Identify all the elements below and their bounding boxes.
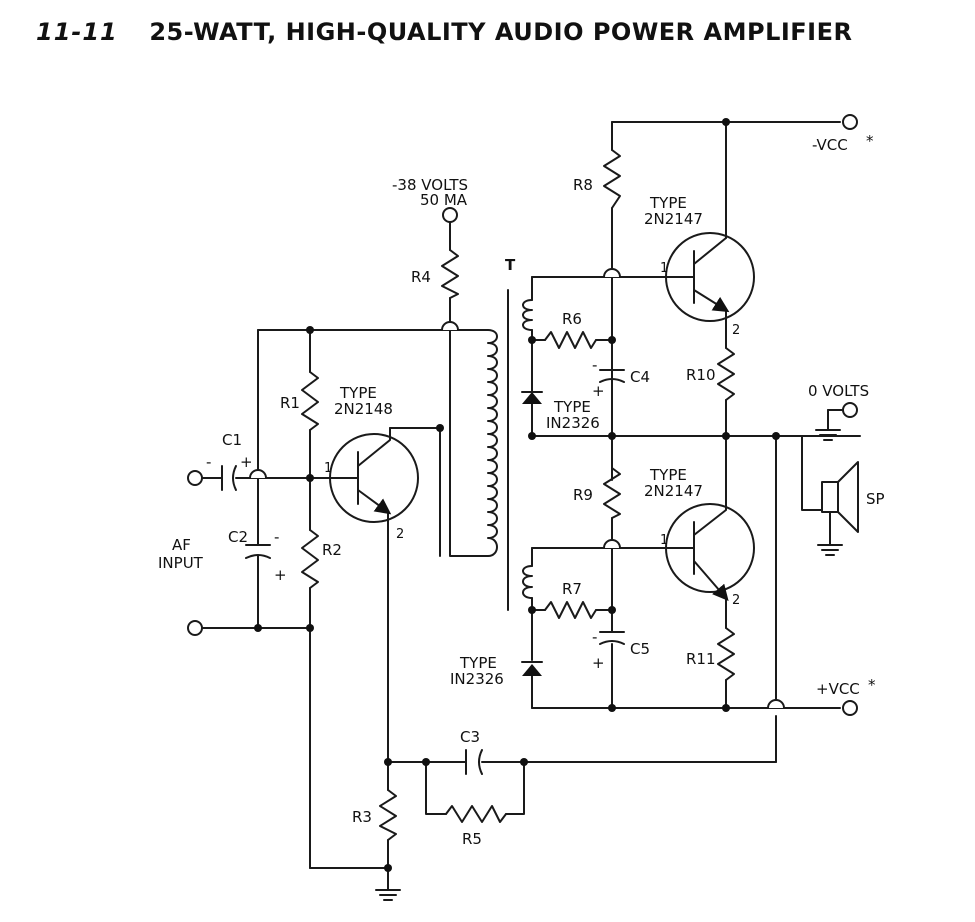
capacitor-c1 <box>221 465 237 491</box>
label-r11: R11 <box>686 650 716 668</box>
label-speaker: SP <box>866 490 885 508</box>
label-supply-current: 50 MA <box>420 191 468 209</box>
label-d2-type: TYPE <box>459 654 497 672</box>
resistor-r11 <box>717 627 735 681</box>
label-r10: R10 <box>686 366 716 384</box>
label-pos-vcc: +VCC <box>816 680 860 698</box>
transformer-secondary-bottom <box>522 565 533 599</box>
c2-minus-sign: - <box>274 528 279 546</box>
label-zero-volts: 0 VOLTS <box>808 382 869 400</box>
label-r1: R1 <box>280 394 300 412</box>
resistor-r8 <box>603 149 621 209</box>
transistor-q3 <box>665 435 755 602</box>
terminal-input-ground <box>187 620 203 636</box>
transistor-q2 <box>665 232 755 322</box>
capacitor-c3 <box>465 749 483 775</box>
q3-pin-2: 2 <box>732 593 740 608</box>
speaker <box>821 461 859 546</box>
resistor-r10 <box>717 347 735 401</box>
q2-pin-2: 2 <box>732 323 740 338</box>
label-q3-type: TYPE <box>649 466 687 484</box>
label-d1-type: TYPE <box>553 398 591 416</box>
figure-title-bar: 11-11 25-WATT, HIGH-QUALITY AUDIO POWER … <box>36 18 956 58</box>
pos-vcc-asterisk: * <box>868 676 876 694</box>
c4-minus-sign: - <box>592 356 597 374</box>
label-q2-model: 2N2147 <box>644 210 703 228</box>
label-neg-vcc: -VCC <box>812 136 848 154</box>
resistor-r3 <box>379 789 397 841</box>
c1-plus-sign: + <box>240 453 253 471</box>
capacitor-c5 <box>599 631 625 661</box>
label-r3: R3 <box>352 808 372 826</box>
capacitor-c2 <box>245 544 271 559</box>
label-c1: C1 <box>222 431 242 449</box>
label-q3-model: 2N2147 <box>644 482 703 500</box>
junction-dots <box>254 118 780 872</box>
c1-minus-sign: - <box>206 453 211 471</box>
diode-d1 <box>521 391 543 404</box>
resistor-r5 <box>445 805 507 823</box>
c2-plus-sign: + <box>274 566 287 584</box>
label-d1-model: IN2326 <box>546 414 600 432</box>
label-r8: R8 <box>573 176 593 194</box>
terminal-zero-volts <box>842 402 858 418</box>
label-r2: R2 <box>322 541 342 559</box>
wire-crossovers <box>249 268 785 709</box>
ground-icon <box>817 544 843 556</box>
label-d2-model: IN2326 <box>450 670 504 688</box>
resistor-r6 <box>544 331 597 349</box>
figure-number: 11-11 <box>36 18 118 46</box>
label-q1-model: 2N2148 <box>334 400 393 418</box>
terminal-neg-vcc <box>842 114 858 130</box>
transformer-secondary-top <box>522 299 533 331</box>
wiring <box>201 121 861 891</box>
resistor-r2 <box>301 529 319 589</box>
transistor-q1 <box>329 427 419 523</box>
label-input: INPUT <box>158 554 204 572</box>
terminal-input-hot <box>187 470 203 486</box>
label-q1-type: TYPE <box>339 384 377 402</box>
label-r5: R5 <box>462 830 482 848</box>
label-c3: C3 <box>460 728 480 746</box>
terminal-pos-vcc <box>842 700 858 716</box>
label-r7: R7 <box>562 580 582 598</box>
label-c5: C5 <box>630 640 650 658</box>
label-r6: R6 <box>562 310 582 328</box>
terminal-supply-38v <box>442 207 458 223</box>
figure-title: 25-WATT, HIGH-QUALITY AUDIO POWER AMPLIF… <box>149 18 853 46</box>
label-input-af: AF <box>172 536 191 554</box>
label-r9: R9 <box>573 486 593 504</box>
label-supply-volts: -38 VOLTS <box>392 176 468 194</box>
c5-minus-sign: - <box>592 628 597 646</box>
label-c4: C4 <box>630 368 650 386</box>
ground-icon <box>375 889 401 901</box>
q1-pin-1: 1 <box>324 461 332 476</box>
transformer-primary <box>487 329 498 557</box>
c5-plus-sign: + <box>592 654 605 672</box>
resistor-r9 <box>603 467 621 519</box>
resistor-r4 <box>441 249 459 299</box>
q2-pin-1: 1 <box>660 261 668 276</box>
label-c2: C2 <box>228 528 248 546</box>
resistor-r1 <box>301 371 319 431</box>
label-q2-type: TYPE <box>649 194 687 212</box>
neg-vcc-asterisk: * <box>866 132 874 150</box>
resistor-r7 <box>544 601 597 619</box>
q3-pin-1: 1 <box>660 533 668 548</box>
diode-d2 <box>521 661 543 676</box>
q1-pin-2: 2 <box>396 527 404 542</box>
ground-icon <box>815 429 841 441</box>
label-r4: R4 <box>411 268 431 286</box>
c4-plus-sign: + <box>592 382 605 400</box>
label-transformer: T <box>505 256 516 274</box>
capacitor-c4 <box>599 369 625 437</box>
